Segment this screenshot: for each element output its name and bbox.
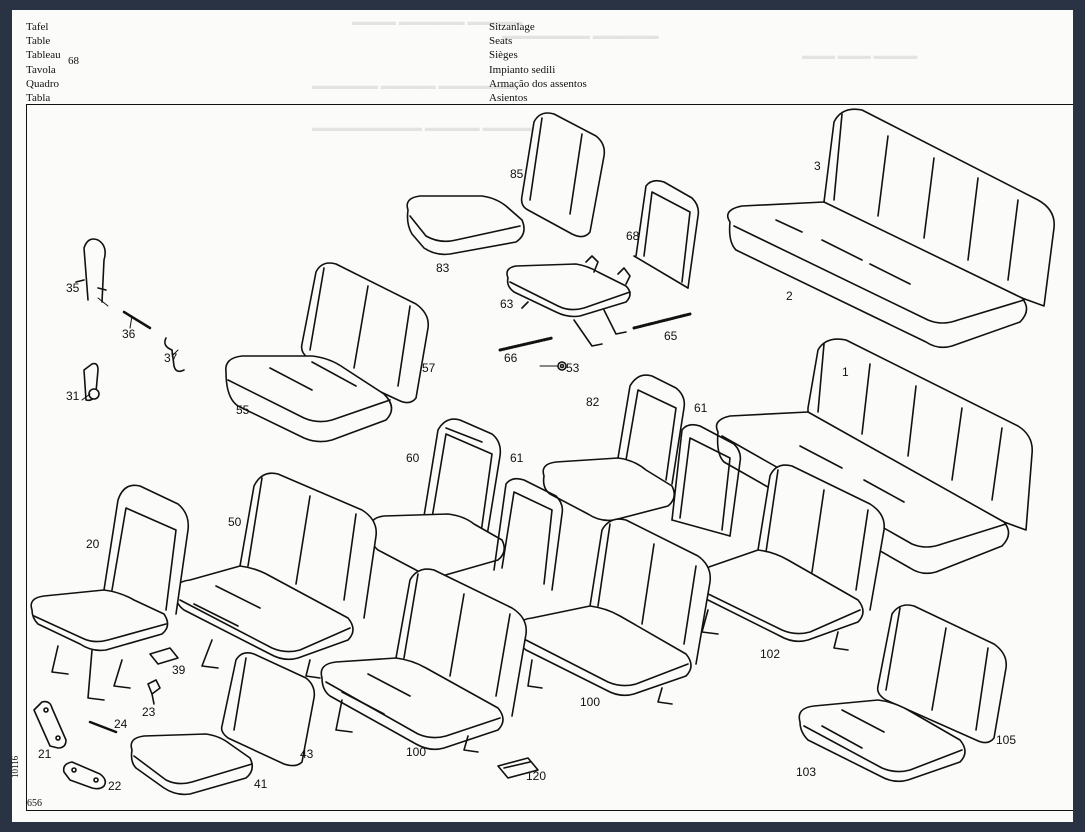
footer-rule [26, 810, 1073, 811]
part-2-bench-cushion [726, 201, 1028, 349]
part-label-1: 1 [842, 365, 849, 379]
part-31-latch [83, 362, 100, 402]
table-number: 68 [68, 55, 79, 67]
header-right-line: Armação dos assentos [489, 77, 587, 90]
part-80-seat [370, 418, 506, 578]
part-105-backrest [876, 604, 1008, 744]
part-label-120: 120 [526, 769, 547, 783]
part-label-61-right: 61 [694, 401, 708, 415]
part-label-2: 2 [786, 289, 793, 303]
part-label-53: 53 [566, 361, 580, 375]
header-left-line: Tavola [26, 63, 56, 76]
header-right-line: Impianto sedili [489, 63, 556, 76]
bleed-through-texture: ▬▬▬▬ ▬▬▬▬▬▬ ▬▬▬▬▬ ▬▬▬▬▬▬▬▬ ▬▬▬▬▬▬ ▬▬▬ ▬▬… [312, 16, 918, 134]
part-20-seat [30, 484, 190, 701]
part-43-backrest [220, 652, 316, 767]
part-label-37: 37 [164, 351, 178, 365]
part-21-bracket [33, 700, 67, 749]
part-label-105: 105 [996, 733, 1017, 747]
part-37-spring [164, 337, 185, 373]
part-22-bracket [62, 761, 107, 790]
part-24-bolt [88, 720, 118, 734]
part-label-100-left: 100 [406, 745, 427, 759]
part-label-50: 50 [228, 515, 242, 529]
part-label-41: 41 [254, 777, 268, 791]
part-61-frame-center [493, 477, 564, 591]
part-82-seat [542, 374, 686, 522]
part-label-103: 103 [796, 765, 817, 779]
part-39-plate [149, 647, 179, 665]
part-label-23: 23 [142, 705, 156, 719]
page-number: 656 [27, 798, 42, 809]
section-title-multilingual: Sitzanlage Seats Sièges Impianto sedili … [489, 20, 587, 105]
header-left-line: Tableau [26, 49, 61, 62]
part-35-clip [75, 238, 107, 303]
parts-sheet: ▬▬▬▬ ▬▬▬▬▬▬ ▬▬▬▬▬ ▬▬▬▬▬▬▬▬ ▬▬▬▬▬▬ ▬▬▬ ▬▬… [10, 10, 1073, 822]
part-label-3: 3 [814, 159, 821, 173]
part-label-102: 102 [760, 647, 781, 661]
part-label-82: 82 [586, 395, 600, 409]
part-50-bench [174, 472, 378, 679]
part-3-bench-backrest [823, 108, 1055, 307]
part-36-pin [122, 310, 152, 330]
part-100-double-seat-right [516, 518, 712, 705]
part-label-36: 36 [122, 327, 136, 341]
header-rule [26, 104, 1073, 105]
part-label-20: 20 [86, 537, 100, 551]
table-label-multilingual: Tafel Table Tableau Tavola Quadro Tabla [26, 20, 61, 105]
part-label-57: 57 [422, 361, 436, 375]
part-85-backrest [520, 112, 606, 238]
part-label-24: 24 [114, 717, 128, 731]
part-55-bench-cushion [225, 355, 393, 443]
part-23-stud [147, 679, 161, 705]
part-label-100-right: 100 [580, 695, 601, 709]
part-label-68: 68 [626, 229, 640, 243]
part-label-55: 55 [236, 403, 250, 417]
part-53-nut-hole [559, 363, 565, 369]
part-63-seat-base [506, 255, 631, 347]
part-41-cushion [130, 733, 254, 796]
header-left-line: Table [26, 35, 51, 48]
part-label-21: 21 [38, 747, 52, 761]
header-right-line: Asientos [489, 92, 528, 105]
part-100-double-seat-left [320, 568, 528, 753]
part-label-61-center: 61 [510, 451, 524, 465]
exploded-seat-diagram [30, 108, 1055, 796]
part-66-spring [498, 336, 554, 352]
part-label-65: 65 [664, 329, 678, 343]
part-label-66: 66 [504, 351, 518, 365]
part-label-39: 39 [172, 663, 186, 677]
left-rule [26, 104, 27, 810]
part-label-63: 63 [500, 297, 514, 311]
part-83-cushion [406, 195, 525, 256]
part-label-85: 85 [510, 167, 524, 181]
part-61-frame-right [671, 423, 742, 537]
part-label-60: 60 [406, 451, 420, 465]
part-102-double-seat [690, 464, 886, 651]
header-left-line: Quadro [26, 77, 59, 90]
leader-lines [81, 297, 559, 401]
part-1-bench [715, 338, 1034, 575]
part-label-35: 35 [66, 281, 80, 295]
part-120-plate [497, 757, 539, 779]
part-103-cushion [798, 699, 966, 783]
header-right-line: Sitzanlage [489, 21, 535, 33]
part-label-83: 83 [436, 261, 450, 275]
part-label-22: 22 [108, 779, 122, 793]
header-left-line: Tafel [26, 21, 49, 33]
part-68-frame-backrest [633, 179, 700, 289]
header-left-line: Tabla [26, 92, 51, 105]
part-label-43: 43 [300, 747, 314, 761]
header-right-line: Sièges [489, 49, 518, 62]
header-right-line: Seats [489, 35, 513, 48]
part-65-spring [632, 312, 692, 330]
part-label-31: 31 [66, 389, 80, 403]
